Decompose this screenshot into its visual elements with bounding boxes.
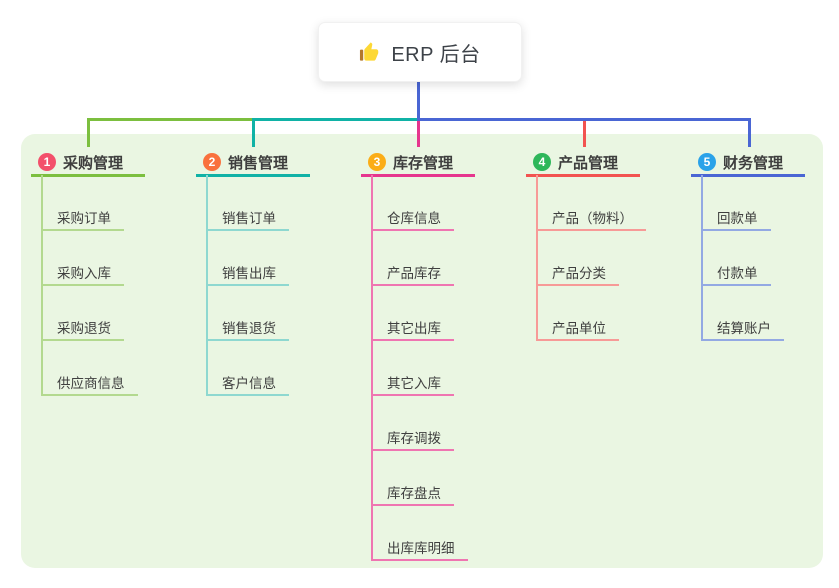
topic-underline: [361, 174, 475, 177]
canvas-panel: [21, 134, 823, 568]
connector-line: [87, 118, 255, 121]
branch-trunk-line: [536, 175, 538, 341]
leaf-node[interactable]: 客户信息: [206, 375, 289, 396]
topic-underline: [196, 174, 310, 177]
priority-badge: 2: [203, 153, 221, 171]
priority-badge: 4: [533, 153, 551, 171]
branch-topic-label: 销售管理: [228, 154, 289, 172]
leaf-node[interactable]: 结算账户: [701, 320, 784, 341]
leaf-node[interactable]: 产品库存: [371, 265, 454, 286]
leaf-node[interactable]: 其它入库: [371, 375, 454, 396]
connector-line: [583, 121, 586, 147]
branch-topic-node[interactable]: 2 销售管理: [196, 151, 356, 173]
leaf-node[interactable]: 销售订单: [206, 210, 289, 231]
leaf-node[interactable]: 产品单位: [536, 320, 619, 341]
connector-line: [252, 118, 420, 121]
connector-line: [417, 121, 420, 147]
leaf-node[interactable]: 供应商信息: [41, 375, 138, 396]
priority-badge: 5: [698, 153, 716, 171]
branch-topic-node[interactable]: 1 采购管理: [31, 151, 191, 173]
leaf-node[interactable]: 产品（物料）: [536, 210, 646, 231]
topic-underline: [526, 174, 640, 177]
branch-trunk-line: [371, 175, 373, 561]
branch-topic-node[interactable]: 4 产品管理: [526, 151, 686, 173]
leaf-node[interactable]: 采购订单: [41, 210, 124, 231]
leaf-node[interactable]: 库存盘点: [371, 485, 454, 506]
branch-topic-label: 财务管理: [723, 154, 784, 172]
leaf-node[interactable]: 销售出库: [206, 265, 289, 286]
leaf-node[interactable]: 其它出库: [371, 320, 454, 341]
leaf-node[interactable]: 库存调拨: [371, 430, 454, 451]
connector-line: [417, 118, 751, 121]
branch-topic-label: 产品管理: [558, 154, 619, 172]
connector-line: [417, 82, 420, 120]
leaf-node[interactable]: 付款单: [701, 265, 771, 286]
root-topic-label: ERP 后台: [391, 43, 481, 66]
branch-procurement: 1 采购管理 采购订单 采购入库 采购退货 供应商信息: [31, 151, 191, 396]
branch-trunk-line: [701, 175, 703, 341]
branch-topic-label: 库存管理: [393, 154, 454, 172]
thumbs-up-icon: [359, 41, 382, 64]
leaf-node[interactable]: 采购退货: [41, 320, 124, 341]
priority-badge: 3: [368, 153, 386, 171]
topic-underline: [691, 174, 805, 177]
branch-finance: 5 财务管理 回款单 付款单 结算账户: [691, 151, 839, 341]
leaf-node[interactable]: 仓库信息: [371, 210, 454, 231]
connector-line: [252, 118, 255, 147]
leaf-node[interactable]: 产品分类: [536, 265, 619, 286]
branch-topic-label: 采购管理: [63, 154, 124, 172]
topic-underline: [31, 174, 145, 177]
branch-inventory: 3 库存管理 仓库信息 产品库存 其它出库 其它入库 库存调拨 库存盘点 出库库…: [361, 151, 521, 561]
branch-product: 4 产品管理 产品（物料） 产品分类 产品单位: [526, 151, 686, 341]
leaf-node[interactable]: 出库库明细: [371, 540, 468, 561]
leaf-node[interactable]: 采购入库: [41, 265, 124, 286]
branch-topic-node[interactable]: 3 库存管理: [361, 151, 521, 173]
connector-line: [87, 118, 90, 147]
branch-topic-node[interactable]: 5 财务管理: [691, 151, 839, 173]
connector-line: [748, 118, 751, 147]
branch-sales: 2 销售管理 销售订单 销售出库 销售退货 客户信息: [196, 151, 356, 396]
leaf-node[interactable]: 回款单: [701, 210, 771, 231]
priority-badge: 1: [38, 153, 56, 171]
leaf-node[interactable]: 销售退货: [206, 320, 289, 341]
root-topic-node[interactable]: ERP 后台: [318, 22, 522, 82]
